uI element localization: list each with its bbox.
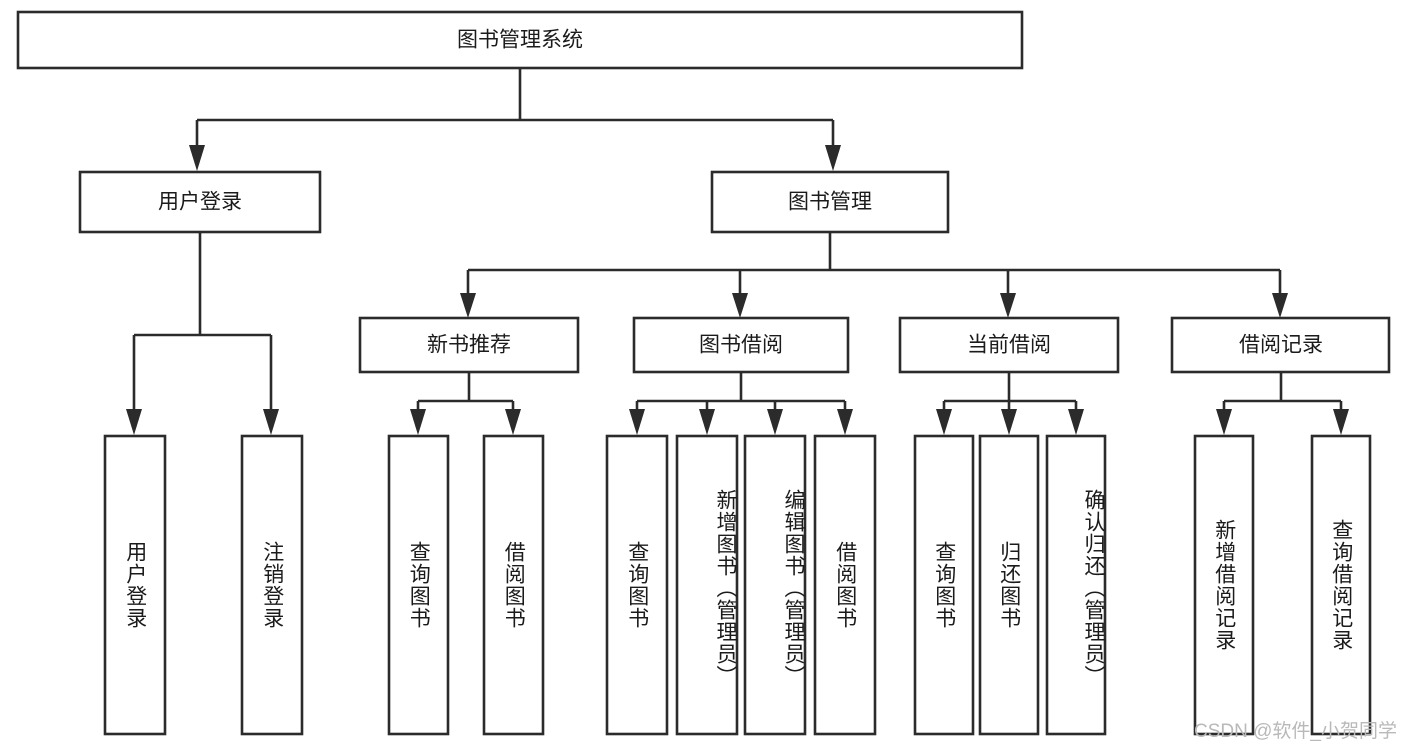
arrow-head-leaf-user-login xyxy=(126,409,142,435)
arrow-head-new-book xyxy=(460,293,476,318)
leaf-label-borrow-book-a: 借阅图书 xyxy=(502,541,526,629)
connector-new-book-to-leaves xyxy=(410,372,521,435)
leaf-box-return-book[interactable] xyxy=(978,434,1040,736)
arrow-head-leaf-confirm-return xyxy=(1068,409,1084,435)
connector-current-borrow-to-leaves xyxy=(936,372,1084,435)
node-borrow-record-box[interactable] xyxy=(1170,316,1391,374)
leaf-box-user-login[interactable] xyxy=(103,434,167,736)
leaf-box-borrow-book-b[interactable] xyxy=(813,434,877,736)
leaf-label-query-book-b: 查询图书 xyxy=(625,541,649,629)
node-book-manage-label: 图书管理 xyxy=(788,191,872,214)
leaf-label-logout: 注销登录 xyxy=(260,541,284,629)
arrow-head-current-borrow xyxy=(1000,293,1016,318)
node-book-borrow-box[interactable] xyxy=(632,316,850,374)
node-root-box[interactable] xyxy=(16,10,1024,70)
connector-root-to-level2 xyxy=(189,68,841,171)
node-user-login-box[interactable] xyxy=(78,170,322,234)
node-root[interactable]: 图书管理系统 xyxy=(16,10,1024,70)
arrow-head-leaf-return-book xyxy=(1001,409,1017,435)
arrow-head-user-login xyxy=(189,145,205,171)
leaf-box-logout[interactable] xyxy=(240,434,304,736)
connector-borrow-record-to-leaves xyxy=(1216,372,1349,435)
node-current-borrow[interactable]: 当前借阅 xyxy=(898,316,1120,374)
node-borrow-record-label: 借阅记录 xyxy=(1239,334,1323,357)
leaf-label-user-login: 用户登录 xyxy=(123,541,147,629)
leaf-box-confirm-return[interactable] xyxy=(1045,434,1107,736)
arrow-head-book-borrow xyxy=(732,293,748,318)
node-book-borrow-label: 图书借阅 xyxy=(699,334,783,357)
leaf-label-confirm-return: 确认归还（管理员） xyxy=(1082,489,1105,687)
leaf-label-edit-book: 编辑图书（管理员） xyxy=(782,489,805,687)
leaf-box-add-record[interactable] xyxy=(1193,434,1255,736)
arrow-head-leaf-query-book-a xyxy=(410,409,426,435)
leaf-label-query-record: 查询借阅记录 xyxy=(1329,519,1353,651)
leaf-box-query-record[interactable] xyxy=(1310,434,1372,736)
arrow-head-leaf-borrow-book-a xyxy=(505,409,521,435)
leaf-label-return-book: 归还图书 xyxy=(997,541,1021,629)
node-new-book-recommend[interactable]: 新书推荐 xyxy=(358,316,580,374)
leaf-label-add-book: 新增图书（管理员） xyxy=(714,489,737,687)
leaf-box-borrow-book-a[interactable] xyxy=(482,434,545,736)
arrow-head-leaf-edit-book xyxy=(767,409,783,435)
node-user-login-label: 用户登录 xyxy=(158,191,242,214)
leaf-label-query-book-c: 查询图书 xyxy=(932,541,956,629)
leaf-label-borrow-book-b: 借阅图书 xyxy=(833,541,857,629)
node-book-manage-box[interactable] xyxy=(710,170,950,234)
leaf-box-query-book-a[interactable] xyxy=(387,434,450,736)
arrow-head-book-manage xyxy=(825,145,841,171)
node-current-borrow-box[interactable] xyxy=(898,316,1120,374)
leaf-boxes xyxy=(103,434,1372,736)
node-new-book-recommend-box[interactable] xyxy=(358,316,580,374)
watermark-text: CSDN @软件_小贺同学 xyxy=(1194,721,1397,742)
node-borrow-record[interactable]: 借阅记录 xyxy=(1170,316,1391,374)
arrow-head-leaf-add-book xyxy=(699,409,715,435)
arrow-head-leaf-logout xyxy=(263,409,279,435)
node-current-borrow-label: 当前借阅 xyxy=(967,334,1051,357)
leaf-label-query-book-a: 查询图书 xyxy=(407,541,431,629)
leaf-label-add-record: 新增借阅记录 xyxy=(1212,519,1236,651)
arrow-head-leaf-query-book-c xyxy=(936,409,952,435)
connector-book-manage-to-level3 xyxy=(460,232,1288,318)
connector-user-login-to-leaves xyxy=(126,232,279,435)
node-book-manage[interactable]: 图书管理 xyxy=(710,170,950,234)
leaf-box-edit-book[interactable] xyxy=(743,434,807,736)
arrow-head-leaf-query-record xyxy=(1333,409,1349,435)
leaf-box-add-book[interactable] xyxy=(675,434,739,736)
node-user-login[interactable]: 用户登录 xyxy=(78,170,322,234)
leaf-box-query-book-b[interactable] xyxy=(605,434,669,736)
node-new-book-recommend-label: 新书推荐 xyxy=(427,334,511,357)
node-root-label: 图书管理系统 xyxy=(457,29,583,52)
connector-book-borrow-to-leaves xyxy=(629,372,853,435)
node-book-borrow[interactable]: 图书借阅 xyxy=(632,316,850,374)
arrow-head-leaf-add-record xyxy=(1216,409,1232,435)
arrow-head-leaf-query-book-b xyxy=(629,409,645,435)
arrow-head-borrow-record xyxy=(1272,293,1288,318)
leaf-box-query-book-c[interactable] xyxy=(913,434,975,736)
arrow-head-leaf-borrow-book-b xyxy=(837,409,853,435)
